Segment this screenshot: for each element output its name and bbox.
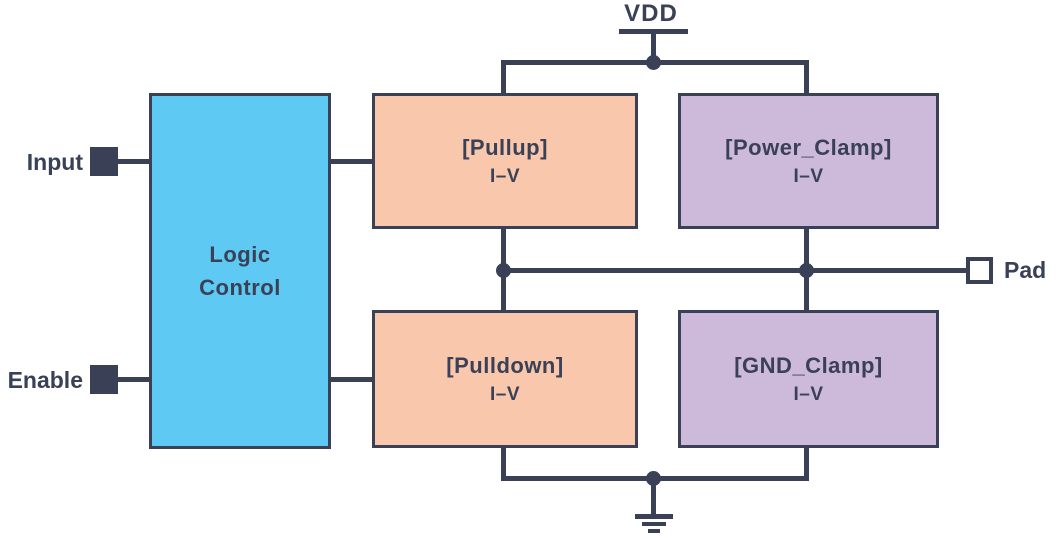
ground-stem-wire [651, 478, 656, 516]
pulldown-title: [Pulldown] [446, 352, 564, 378]
pullup-top-wire [501, 60, 506, 95]
pulldown-block: [Pulldown] I–V [372, 310, 638, 448]
junction-dot-icon [799, 263, 814, 278]
gnd-clamp-title: [GND_Clamp] [734, 352, 883, 378]
ground-bar-2 [642, 522, 666, 526]
gnd-clamp-block: [GND_Clamp] I–V [678, 310, 939, 448]
logic-control-block: Logic Control [149, 93, 331, 449]
input-label: Input [26, 149, 83, 175]
enable-pin-icon [90, 365, 118, 394]
vdd-stem-wire [651, 33, 656, 64]
gnd-clamp-subtitle: I–V [793, 384, 824, 406]
enable-wire [116, 377, 151, 382]
vdd-label: VDD [624, 0, 678, 27]
pulldown-bottom-wire [501, 446, 506, 480]
ground-bar-1 [635, 514, 673, 519]
junction-dot-icon [496, 263, 511, 278]
gnd-clamp-bottom-wire [804, 446, 809, 480]
power-clamp-title: [Power_Clamp] [725, 134, 892, 160]
logic-to-pulldown-wire [329, 377, 374, 382]
enable-label: Enable [7, 367, 83, 393]
power-rail-icon [619, 29, 688, 34]
power-clamp-block: [Power_Clamp] I–V [678, 93, 939, 229]
pad-label: Pad [1004, 257, 1047, 283]
pullup-title: [Pullup] [462, 134, 548, 160]
input-pin-icon [90, 147, 118, 176]
pullup-block: [Pullup] I–V [372, 93, 638, 229]
pad-pin-icon [966, 257, 993, 284]
pullup-subtitle: I–V [489, 166, 521, 188]
input-wire [116, 159, 151, 164]
pulldown-subtitle: I–V [489, 384, 521, 406]
ground-bar-3 [648, 529, 660, 533]
junction-dot-icon [646, 55, 661, 70]
logic-to-pullup-wire [329, 159, 374, 164]
pad-rail-wire [501, 268, 968, 273]
logic-control-label: Logic Control [199, 242, 281, 300]
power-clamp-top-wire [804, 60, 809, 95]
power-clamp-subtitle: I–V [793, 166, 824, 188]
